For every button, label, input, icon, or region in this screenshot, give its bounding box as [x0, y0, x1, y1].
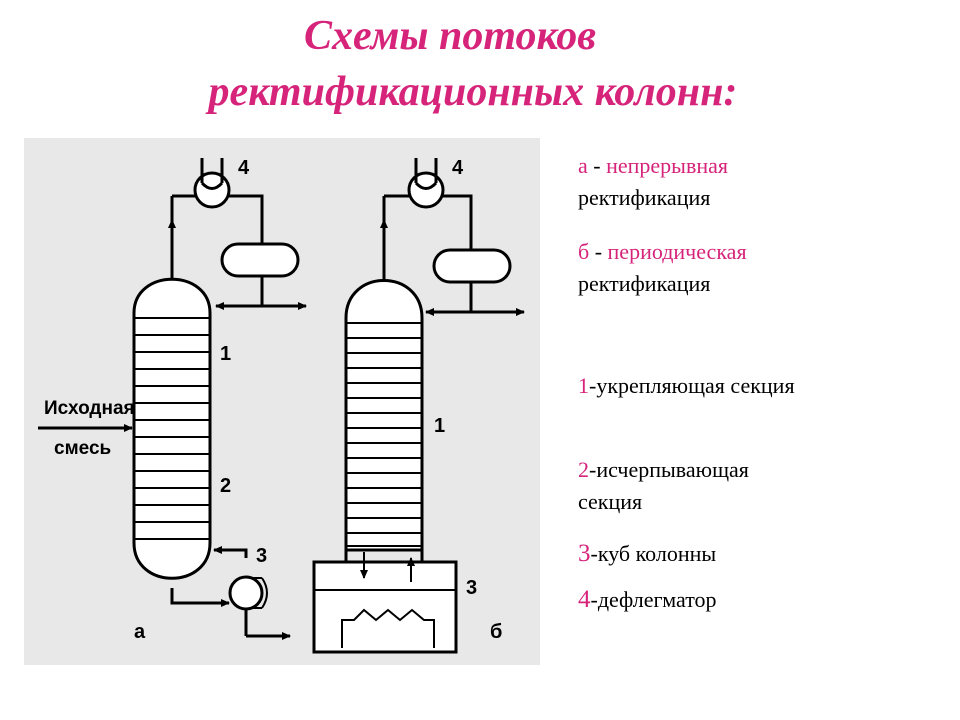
legend-2-text2: секция — [578, 489, 643, 514]
label-2-a: 2 — [220, 475, 231, 497]
label-4-b: 4 — [452, 157, 464, 179]
legend-item-1: 1-укрепляющая секция — [578, 370, 948, 402]
legend-a-title: непрерывная — [606, 153, 728, 178]
legend-item-a: а - непрерывная ректификация — [578, 150, 948, 214]
reboiler-a — [228, 575, 264, 611]
label-3-b: 3 — [466, 577, 477, 599]
scheme-b-batch — [312, 158, 525, 654]
heating-coil — [341, 608, 435, 648]
column-a-body — [132, 277, 212, 580]
still-pot-b — [312, 560, 458, 654]
legend-2-num: 2 — [578, 457, 589, 482]
label-4-a: 4 — [238, 157, 250, 179]
column-b-trays — [346, 322, 422, 547]
legend-2-text1: -исчерпывающая — [589, 457, 749, 482]
legend-item-4: 4-дефлегматор — [578, 584, 948, 616]
feed-label-line2: смесь — [54, 438, 111, 459]
reflux-drum-a — [220, 242, 300, 278]
legend-4-num: 4 — [578, 586, 591, 613]
label-b: б — [490, 621, 502, 643]
legend-b-key: б — [578, 239, 590, 264]
label-1-b: 1 — [434, 415, 445, 437]
slide-title: Схемы потоков ректификационных колонн: — [0, 8, 960, 120]
legend-a-sub: ректификация — [578, 185, 711, 210]
legend-a-key: а — [578, 153, 588, 178]
label-a: а — [134, 621, 146, 643]
legend-item-b: б - периодическая ректификация — [578, 236, 948, 300]
legend-4-text: -дефлегматор — [590, 587, 717, 612]
legend-item-3: 3-куб колонны — [578, 538, 948, 570]
title-line-1: Схемы потоков — [304, 13, 596, 59]
legend-a-dash: - — [587, 153, 607, 178]
distillation-diagram-svg: Исходная смесь 4 4 1 2 3 1 3 а б — [24, 138, 540, 665]
feed-label-line1: Исходная — [44, 398, 135, 419]
scheme-a-continuous — [38, 158, 307, 640]
column-a-trays — [134, 317, 210, 540]
legend-item-2: 2-исчерпывающая секция — [578, 454, 948, 518]
title-line-2: ректификационных колонн: — [208, 69, 738, 115]
column-b-body — [344, 279, 424, 552]
legend-1-num: 1 — [578, 373, 589, 398]
legend-b-sub: ректификация — [578, 271, 711, 296]
legend-3-num: 3 — [578, 540, 591, 567]
legend-3-text: -куб колонны — [590, 541, 717, 566]
legend-b-title: периодическая — [607, 239, 747, 264]
reflux-drum-b — [432, 248, 512, 284]
label-1-a: 1 — [220, 343, 231, 365]
distillation-diagram: Исходная смесь 4 4 1 2 3 1 3 а б — [24, 138, 540, 665]
label-3-a: 3 — [256, 545, 267, 567]
legend-b-dash: - — [589, 239, 608, 264]
legend-1-text: -укрепляющая секция — [589, 373, 795, 398]
